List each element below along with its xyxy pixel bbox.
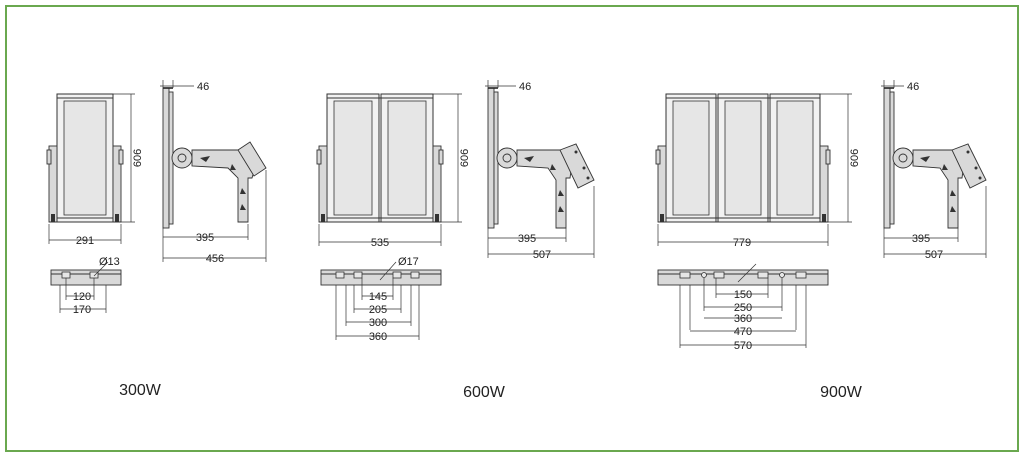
bracket-reach-label-600w: 395	[518, 233, 536, 245]
height-label-900w: 606	[849, 149, 861, 167]
hole-spacing-900w-3: 470	[734, 326, 752, 338]
hole-spacing-600w-0: 145	[369, 291, 387, 303]
hole-spacing-300w-1: 170	[73, 304, 91, 316]
front-width-label-300w: 291	[76, 235, 94, 247]
side-view-300w	[162, 87, 267, 229]
hole-spacing-900w-1: 250	[734, 302, 752, 314]
power-label-900w: 900W	[820, 384, 863, 401]
front-view-600w	[316, 93, 444, 223]
front-view-300w	[46, 93, 124, 223]
hole-spacing-900w-2: 360	[734, 313, 752, 325]
hole-spacing-300w-0: 120	[73, 291, 91, 303]
bracket-thickness-label-900w: 46	[907, 81, 919, 93]
height-label-300w: 606	[132, 149, 144, 167]
hole-spacing-900w-4: 570	[734, 340, 752, 352]
front-view-900w	[655, 93, 831, 223]
frame-border	[5, 5, 1019, 452]
side-depth-label-300w: 456	[206, 253, 224, 265]
mounting-plate-600w	[320, 261, 442, 340]
hole-spacing-600w-2: 300	[369, 317, 387, 329]
mounting-plate-900w	[657, 263, 829, 348]
side-view-900w	[883, 87, 987, 229]
model-600w: 606 535 46 395 507	[316, 80, 595, 401]
mounting-plate-300w	[50, 261, 122, 313]
bracket-reach-label-900w: 395	[912, 233, 930, 245]
hole-spacing-900w-0: 150	[734, 289, 752, 301]
power-label-300w: 300W	[119, 382, 162, 399]
height-label-600w: 606	[459, 149, 471, 167]
hole-diameter-label-600w: Ø17	[398, 256, 419, 268]
hole-spacing-600w-3: 360	[369, 331, 387, 343]
power-label-600w: 600W	[463, 384, 506, 401]
bracket-thickness-label-600w: 46	[519, 81, 531, 93]
front-width-label-600w: 535	[371, 237, 389, 249]
side-depth-label-600w: 507	[533, 249, 551, 261]
model-900w: 606 779 46 395 507	[655, 80, 987, 401]
front-width-label-900w: 779	[733, 237, 751, 249]
model-300w: 606 291 46 395 4	[46, 80, 267, 399]
side-depth-label-900w: 507	[925, 249, 943, 261]
hole-diameter-label-300w: Ø13	[99, 256, 120, 268]
side-view-600w	[487, 87, 595, 229]
bracket-thickness-label-300w: 46	[197, 81, 209, 93]
bracket-reach-label-300w: 395	[196, 232, 214, 244]
hole-spacing-600w-1: 205	[369, 304, 387, 316]
